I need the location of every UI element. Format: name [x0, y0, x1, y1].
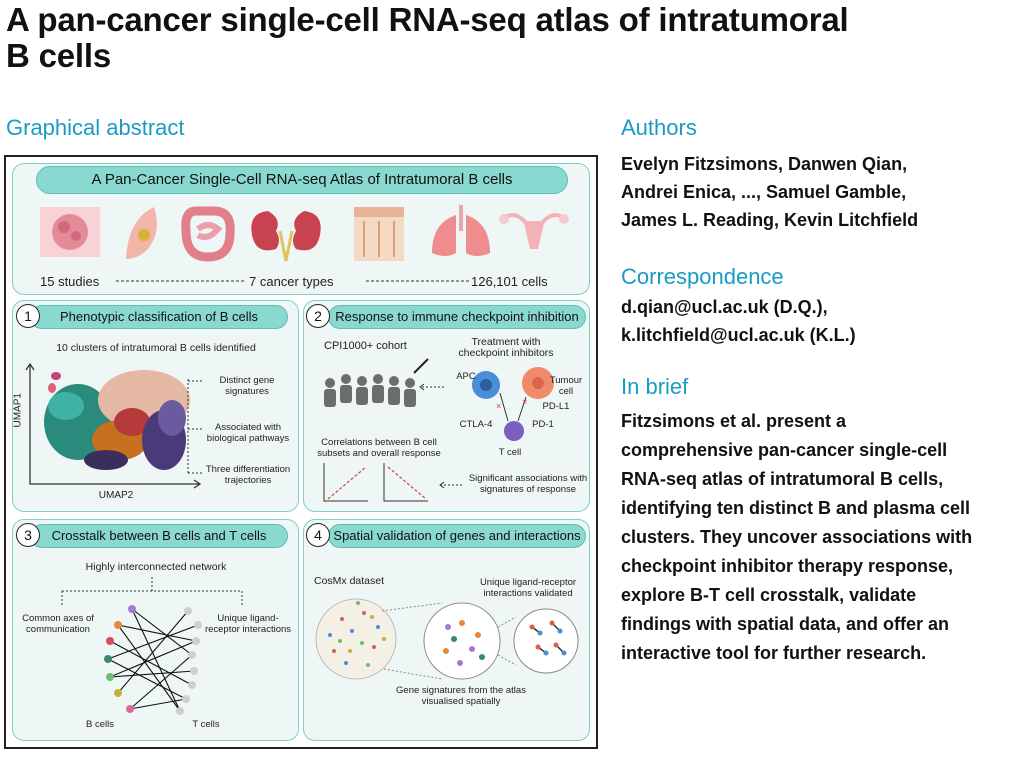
brief-line: comprehensive pan-cancer single-cell	[621, 440, 948, 460]
b-cells-label: B cells	[86, 719, 114, 730]
pd1-label: PD-1	[532, 419, 554, 430]
spatial-illustration	[315, 598, 579, 680]
annotation-trajectories: Three differentiation trajectories	[205, 464, 291, 486]
brief-line: findings with spatial data, and offer an	[621, 614, 950, 634]
panel3-title: Crosstalk between B cells and T cells	[30, 524, 288, 548]
t-cells-label: T cells	[192, 719, 220, 730]
paper-title: A pan-cancer single-cell RNA-seq atlas o…	[6, 1, 849, 74]
cancer-types-count: 7 cancer types	[249, 274, 334, 289]
treatment-label: Treatment with checkpoint inhibitors	[458, 336, 554, 359]
umap-yaxis-label: UMAP1	[12, 393, 24, 428]
brief-line: RNA-seq atlas of intratumoral B cells,	[621, 469, 944, 489]
immune-cells-illustration: × ×	[472, 367, 554, 441]
intestine-icon	[181, 206, 235, 262]
uterus-icon	[499, 213, 569, 249]
brief-line: explore B-T cell crosstalk, validate	[621, 585, 917, 605]
patient-cohort-icon	[324, 374, 416, 407]
stats-connector	[116, 280, 470, 282]
panel1-subtitle: 10 clusters of intratumoral B cells iden…	[56, 342, 256, 354]
apc-label: APC	[456, 371, 476, 382]
brief-line: interactive tool for further research.	[621, 643, 927, 663]
unique-validated-label: Unique ligand-receptor interactions vali…	[479, 577, 577, 599]
breast-icon	[126, 207, 157, 259]
t-cell-icon	[504, 421, 524, 441]
pdl1-label: PD-L1	[542, 401, 570, 412]
graphical-abstract-figure: A Pan-Cancer Single-Cell RNA-seq Atlas o…	[4, 155, 598, 749]
unique-interactions-label: Unique ligand-receptor interactions	[204, 613, 292, 635]
panel4-number: 4	[306, 523, 330, 547]
annotation-brackets	[187, 379, 202, 474]
panel-checkpoint-response	[303, 300, 590, 512]
svg-text:×: ×	[522, 397, 527, 407]
associations-label: Significant associations with signatures…	[468, 473, 588, 495]
t-cell-nodes	[176, 607, 202, 715]
panel1-number: 1	[16, 304, 40, 328]
skin-icon	[354, 207, 404, 261]
brief-line: checkpoint inhibitor therapy response,	[621, 556, 954, 576]
studies-count: 15 studies	[40, 274, 100, 289]
panel1-title: Phenotypic classification of B cells	[30, 305, 288, 329]
common-axes-label: Common axes of communication	[22, 613, 94, 635]
network-brackets	[61, 577, 243, 607]
t-cell-label: T cell	[498, 447, 522, 458]
tumour-cell-label: Tumour cell	[549, 375, 583, 397]
svg-text:×: ×	[496, 401, 501, 411]
panel2-title: Response to immune checkpoint inhibition	[328, 305, 586, 329]
author-line: Andrei Enica, ..., Samuel Gamble,	[621, 182, 907, 202]
email-link[interactable]: k.litchfield@ucl.ac.uk (K.L.)	[621, 325, 856, 345]
annotation-gene-signatures: Distinct gene signatures	[219, 375, 275, 397]
cohort-label: CPI1000+ cohort	[324, 340, 407, 352]
author-line: Evelyn Fitzsimons, Danwen Qian,	[621, 154, 908, 174]
brief-line: Fitzsimons et al. present a	[621, 411, 847, 431]
in-brief-heading: In brief	[621, 374, 689, 399]
correlations-label: Correlations between B cell subsets and …	[317, 437, 441, 459]
umap-plot	[25, 362, 202, 489]
network-label: Highly interconnected network	[85, 561, 227, 573]
umap-xaxis-label: UMAP2	[98, 490, 134, 501]
bt-network	[104, 605, 202, 715]
in-brief-text: Fitzsimons et al. present a comprehensiv…	[621, 407, 1009, 668]
authors-list: Evelyn Fitzsimons, Danwen Qian, Andrei E…	[621, 150, 1001, 234]
panel4-title: Spatial validation of genes and interact…	[328, 524, 586, 548]
colon-tumour-icon	[40, 207, 100, 257]
spatial-signatures-label: Gene signatures from the atlas visualise…	[396, 685, 526, 707]
annotation-pathways: Associated with biological pathways	[206, 422, 290, 444]
checkpoint-illustration	[324, 358, 446, 407]
panel2-number: 2	[306, 304, 330, 328]
brief-line: clusters. They uncover associations with	[621, 527, 973, 547]
organ-icons	[40, 205, 569, 262]
author-line: James L. Reading, Kevin Litchfield	[621, 210, 919, 230]
correspondence-list: d.qian@ucl.ac.uk (D.Q.), k.litchfield@uc…	[621, 293, 1001, 349]
panel3-number: 3	[16, 523, 40, 547]
brief-line: identifying ten distinct B and plasma ce…	[621, 498, 971, 518]
email-link[interactable]: d.qian@ucl.ac.uk (D.Q.),	[621, 297, 828, 317]
correspondence-heading: Correspondence	[621, 264, 784, 289]
cells-count: 126,101 cells	[471, 274, 548, 289]
authors-heading: Authors	[621, 115, 697, 140]
lung-icon	[432, 205, 490, 256]
graphical-abstract-heading: Graphical abstract	[6, 115, 185, 140]
atlas-banner: A Pan-Cancer Single-Cell RNA-seq Atlas o…	[36, 166, 568, 194]
kidney-icon	[251, 211, 321, 262]
cosmx-label: CosMx dataset	[314, 575, 385, 587]
ctla4-label: CTLA-4	[459, 419, 493, 430]
b-cell-nodes	[104, 605, 136, 713]
correlation-plots	[323, 463, 464, 502]
